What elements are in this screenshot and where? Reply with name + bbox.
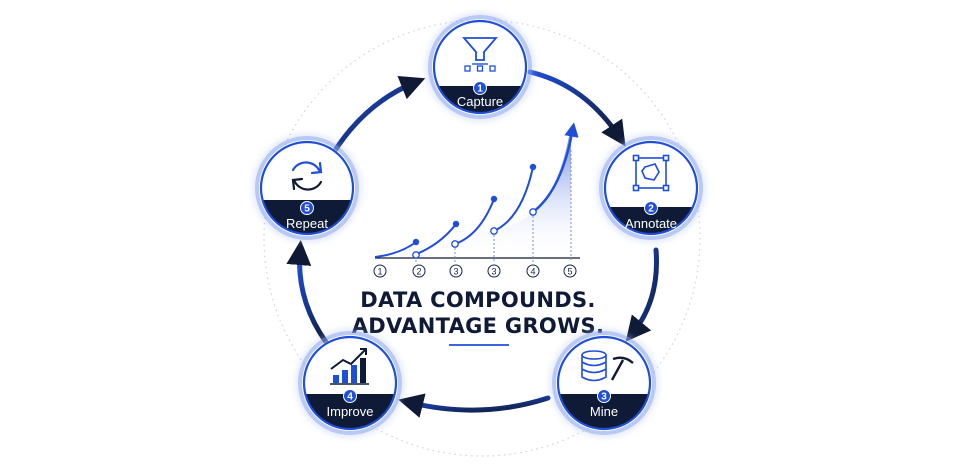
node-ring [432, 19, 528, 115]
curve-tick-3: 3 [449, 264, 463, 278]
curve-tick-label: 4 [530, 267, 535, 277]
curve-tick-label: 2 [416, 267, 421, 277]
headline-line-1: DATA COMPOUNDS. [360, 288, 595, 312]
step-number-badge [300, 201, 314, 215]
curve-segment-5 [532, 122, 579, 213]
arrow-capture-to-annotate [527, 69, 626, 147]
step-number-badge [597, 389, 611, 403]
curve-peak-dot [412, 238, 420, 246]
step-label: Mine [590, 404, 618, 419]
node-ring [259, 140, 355, 236]
curve-tick-label: 3 [491, 267, 496, 277]
step-number: 5 [304, 204, 310, 215]
step-label: Improve [327, 404, 374, 419]
curve-base-dot [490, 227, 498, 235]
arrow-annotate-to-mine [625, 247, 659, 342]
database-pickaxe-icon [581, 350, 634, 382]
step-label: Annotate [625, 216, 677, 231]
step-node-repeat[interactable]: 5 Repeat [255, 136, 359, 240]
bounding-box-icon [632, 154, 670, 192]
headline-line-2: ADVANTAGE GROWS. [352, 314, 605, 338]
curve-area-fill [414, 126, 571, 258]
curve-peak-dot [490, 195, 498, 203]
curve-segment-1 [374, 241, 417, 258]
curve-tick-5: 4 [526, 264, 540, 278]
curve-base-dot [529, 208, 537, 216]
step-number-badge [473, 81, 487, 95]
curve-tick-6: 5 [563, 264, 577, 278]
step-number: 3 [601, 392, 607, 403]
step-label: Capture [457, 94, 503, 109]
arrow-mine-to-improve [398, 393, 551, 418]
curve-tick-label: 5 [567, 267, 572, 277]
node-ring [556, 335, 652, 431]
step-node-annotate[interactable]: 2 Annotate [599, 136, 703, 247]
curve-peak-dot [529, 163, 537, 171]
dotted-orbit-ring [263, 19, 701, 457]
curve-segment-3 [454, 198, 495, 245]
refresh-icon [291, 161, 323, 191]
curve-base-dot [451, 240, 459, 248]
step-number: 2 [648, 204, 654, 215]
bar-chart-growth-icon [330, 348, 369, 385]
curve-peak-dot [452, 220, 460, 228]
step-number-badge [343, 389, 357, 403]
step-number-badge [644, 201, 658, 215]
funnel-icon [462, 37, 498, 72]
curve-tick-2: 2 [412, 264, 426, 278]
curve-tick-label: 3 [453, 267, 458, 277]
node-ring [603, 140, 699, 236]
step-node-mine[interactable]: 3 Mine [552, 331, 656, 435]
compounding-curve: 1 2 3 3 4 5 [373, 122, 580, 278]
curve-tick-1: 1 [373, 264, 387, 278]
arrow-repeat-to-capture [331, 75, 426, 155]
step-number: 4 [347, 392, 353, 403]
step-node-capture[interactable]: 1 Capture [428, 15, 532, 126]
step-label: Repeat [286, 216, 328, 231]
curve-tick-label: 1 [377, 267, 382, 277]
step-number: 1 [477, 84, 483, 95]
curve-tick-4: 3 [487, 264, 501, 278]
curve-segment-4 [493, 166, 534, 232]
node-ring [302, 335, 398, 431]
curve-base-dot [412, 251, 420, 259]
cycle-arrows [286, 69, 659, 418]
arrow-improve-to-repeat [286, 240, 329, 345]
step-node-improve[interactable]: 4 Improve [298, 331, 402, 435]
